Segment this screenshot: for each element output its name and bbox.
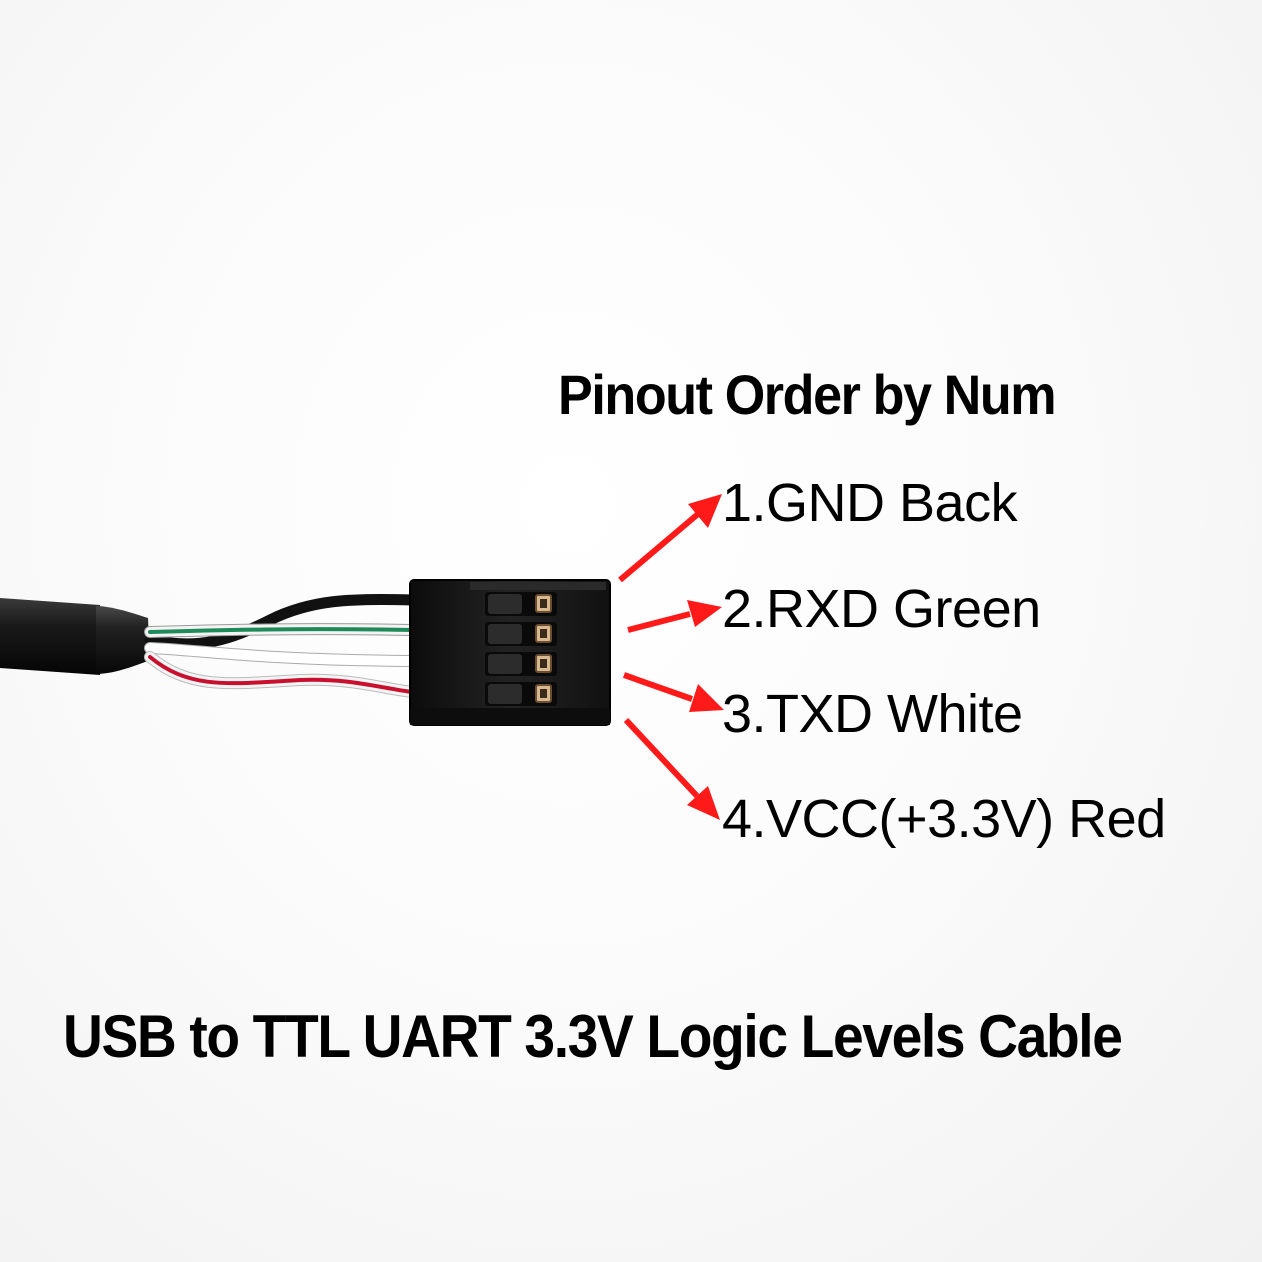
cable-jacket <box>0 598 100 675</box>
arrow-pin-1 <box>618 494 722 583</box>
heat-shrink <box>96 606 150 674</box>
pin-label-gnd: 1.GND Back <box>722 473 1018 533</box>
pin-label-vcc: 4.VCC(+3.3V) Red <box>722 789 1166 849</box>
wire-txd <box>145 643 417 666</box>
pin-arrows <box>618 494 724 820</box>
product-caption: USB to TTL UART 3.3V Logic Levels Cable <box>63 1003 1123 1070</box>
wire-gnd <box>144 593 418 650</box>
arrow-pin-2 <box>627 600 722 633</box>
arrow-pin-3 <box>623 672 724 712</box>
pin-label-rxd: 2.RXD Green <box>722 579 1041 639</box>
pin-label-txd: 3.TXD White <box>722 684 1023 744</box>
pinout-heading: Pinout Order by Num <box>558 363 1057 426</box>
arrow-pin-4 <box>623 717 720 820</box>
pin-contacts <box>535 594 552 703</box>
wires <box>144 593 418 698</box>
dupont-connector <box>409 579 611 726</box>
